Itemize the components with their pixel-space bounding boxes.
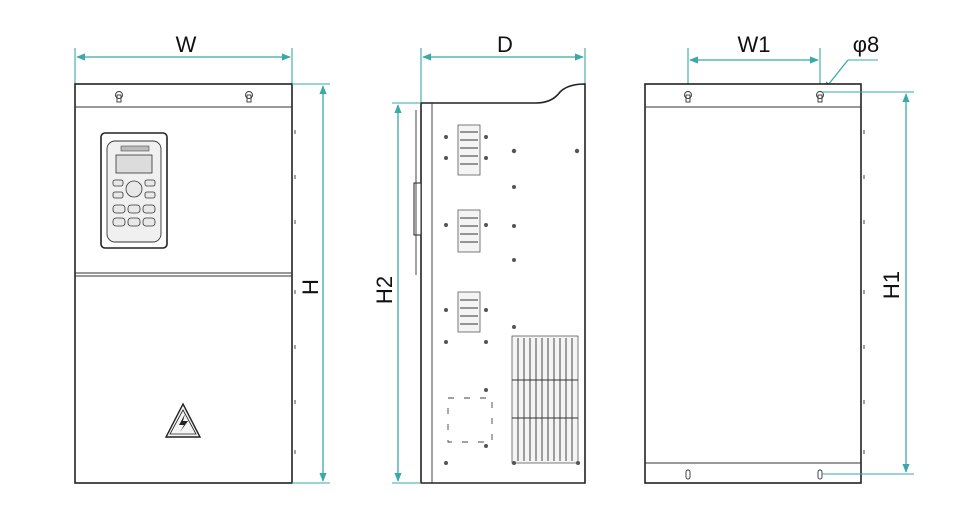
high-voltage-warning-icon (164, 402, 202, 438)
side-vent-block-1 (457, 124, 481, 176)
keyhole-icon (115, 91, 123, 103)
bottom-slot-icon (685, 469, 691, 480)
mount-height-label: H1 (879, 271, 904, 299)
side-heatsink (511, 335, 579, 464)
side-vent-block-3 (457, 291, 481, 333)
keypad-logo (120, 145, 150, 152)
side-keypad-profile (413, 182, 422, 236)
keyhole-icon (684, 91, 692, 103)
side-view: D (372, 32, 586, 484)
width-label: W (176, 32, 197, 57)
height2-label: H2 (372, 276, 397, 304)
keyhole-icon (816, 91, 824, 103)
hole-diameter-label: φ8 (853, 32, 880, 57)
mount-width-label: W1 (738, 32, 771, 57)
keyhole-icon (245, 91, 253, 103)
back-view: W1 φ8 (644, 32, 914, 484)
height-label: H (298, 279, 323, 295)
keypad-display (115, 154, 153, 174)
side-vent-block-2 (457, 209, 481, 253)
keypad-dial (125, 180, 143, 198)
front-view: W (74, 32, 330, 484)
keypad-panel (100, 132, 168, 249)
side-screw-holes (444, 135, 580, 465)
back-body (644, 83, 862, 484)
depth-label: D (497, 32, 513, 57)
side-mount-outline (447, 397, 493, 443)
